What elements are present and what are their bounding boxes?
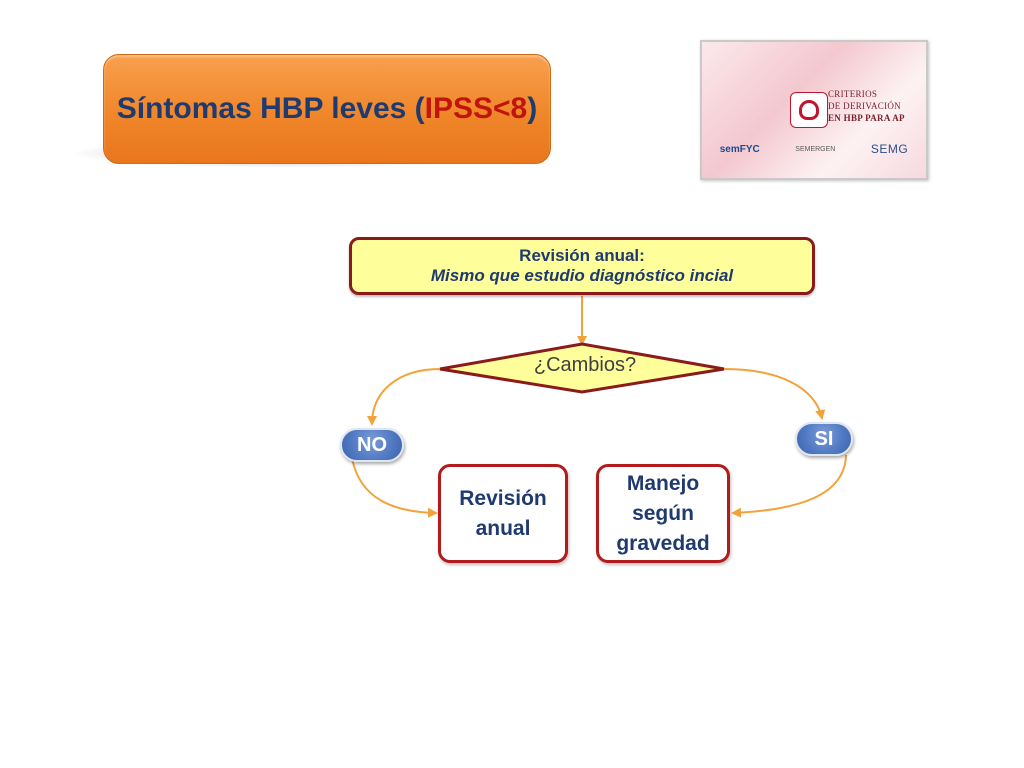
annual-review-box: Revisión anual: Mismo que estudio diagnó… <box>349 237 815 295</box>
si-outcome-line-2: según <box>632 501 694 525</box>
decision-label: ¿Cambios? <box>533 354 637 376</box>
logo-line-3: EN HBP PARA AP <box>828 113 905 123</box>
si-badge: SI <box>795 422 853 456</box>
bladder-emblem-icon <box>790 92 828 128</box>
annual-review-subtitle: Mismo que estudio diagnóstico incial <box>430 266 734 285</box>
no-outcome-line-2: anual <box>475 516 531 540</box>
logo-line-1: CRITERIOS <box>828 89 878 99</box>
si-outcome-line-3: gravedad <box>616 531 710 555</box>
partner-semergen: SEMERGEN <box>795 145 836 153</box>
title-suffix: ) <box>527 92 538 125</box>
logo-text: CRITERIOS DE DERIVACIÓN EN HBP PARA AP <box>828 88 905 124</box>
arrow-decision-to-si <box>723 368 826 420</box>
no-outcome-line-1: Revisión <box>459 486 547 510</box>
si-outcome-box: Manejo según gravedad <box>596 464 730 563</box>
partner-semg: SEMG <box>870 142 909 156</box>
page-title: Síntomas HBP leves (IPSS<8) <box>117 92 537 126</box>
partner-semfyc: semFYC <box>719 143 760 155</box>
annual-review-title: Revisión anual: <box>519 246 645 265</box>
title-prefix: Síntomas HBP leves ( <box>116 92 425 125</box>
no-badge: NO <box>340 428 404 462</box>
no-outcome-box: Revisión anual <box>438 464 568 563</box>
partner-logos: semFYC SEMERGEN SEMG <box>702 142 926 156</box>
no-label: NO <box>357 433 387 456</box>
arrow-si-to-management <box>731 454 847 518</box>
si-label: SI <box>814 427 834 450</box>
title-banner: Síntomas HBP leves (IPSS<8) <box>103 54 551 164</box>
arrow-decision-to-no <box>367 368 441 426</box>
logo-line-2: DE DERIVACIÓN <box>828 101 901 111</box>
guideline-logo: CRITERIOS DE DERIVACIÓN EN HBP PARA AP s… <box>700 40 928 180</box>
title-highlight: IPSS<8 <box>424 92 528 125</box>
si-outcome-line-1: Manejo <box>626 471 700 495</box>
arrow-no-to-review <box>351 457 438 518</box>
